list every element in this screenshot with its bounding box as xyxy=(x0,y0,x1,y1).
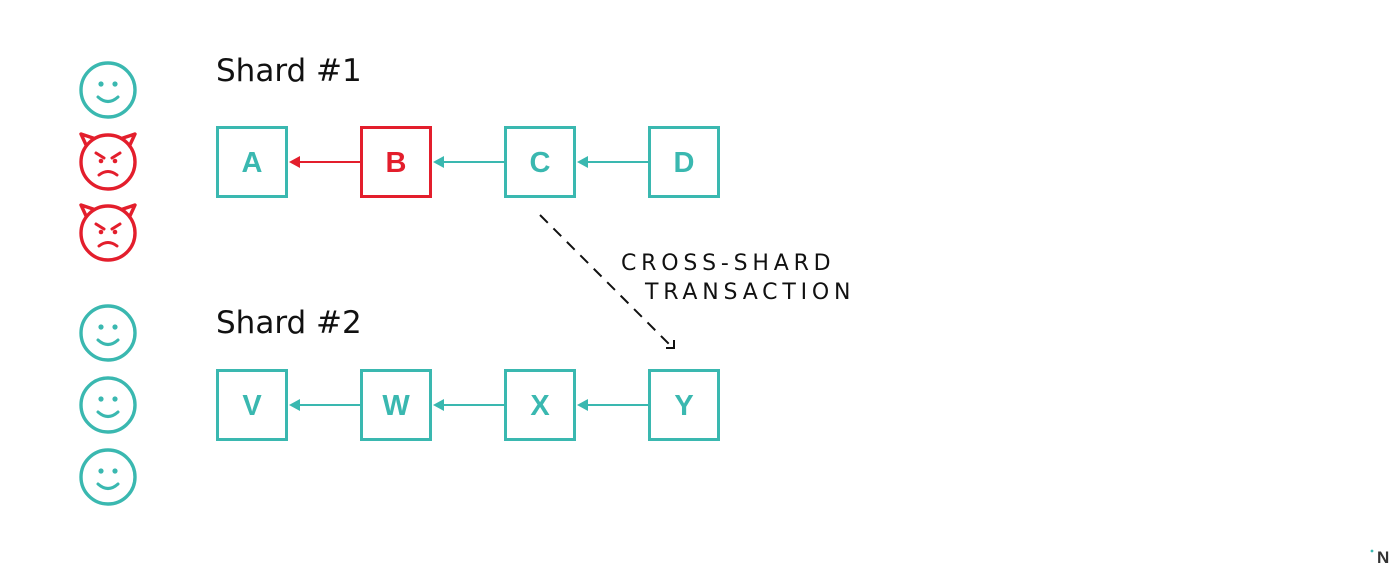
devil-left-eye xyxy=(98,158,104,164)
face-outline xyxy=(79,61,137,119)
smiley-face-icon xyxy=(79,61,137,119)
shard-2-title: Shard #2 xyxy=(216,305,362,341)
block-label: B xyxy=(386,147,407,179)
arrowhead-icon xyxy=(577,399,588,411)
smiley-mouth xyxy=(96,410,120,418)
block-box xyxy=(648,369,720,441)
block-d: D xyxy=(648,126,720,198)
block-box xyxy=(216,369,288,441)
block-box xyxy=(360,369,432,441)
logo: N xyxy=(1370,548,1389,567)
block-box xyxy=(504,369,576,441)
smiley-face-icon xyxy=(79,304,137,362)
arrowhead-icon xyxy=(433,399,444,411)
face-outline xyxy=(79,376,137,434)
smiley-left-eye xyxy=(98,396,104,402)
shard-1-title: Shard #1 xyxy=(216,53,362,89)
smiley-mouth xyxy=(96,95,120,103)
smiley-left-eye xyxy=(98,81,104,87)
shard-2-chain: V W X Y xyxy=(216,369,720,441)
chain-arrow xyxy=(577,399,648,411)
cross-shard-label-line2: TRANSACTION xyxy=(644,280,855,305)
shard-1-chain: A B C D xyxy=(216,126,720,198)
face-outline xyxy=(79,133,137,191)
face-outline xyxy=(79,448,137,506)
smiley-mouth xyxy=(96,482,120,490)
block-b: B xyxy=(360,126,432,198)
block-label: D xyxy=(674,147,695,179)
devil-left-horn xyxy=(79,203,97,219)
devil-left-brow xyxy=(94,222,106,231)
block-label: C xyxy=(530,147,551,179)
chain-arrow xyxy=(289,399,360,411)
arrowhead-icon xyxy=(289,156,300,168)
devil-right-horn xyxy=(119,203,137,219)
shard-chains: A B C D V W X Y xyxy=(216,126,720,441)
face-outline xyxy=(79,304,137,362)
block-w: W xyxy=(360,369,432,441)
devil-left-eye xyxy=(98,229,104,235)
block-y: Y xyxy=(648,369,720,441)
block-label: X xyxy=(530,390,550,422)
devil-face-icon xyxy=(79,132,137,191)
chain-arrow xyxy=(433,156,504,168)
block-label: W xyxy=(382,390,410,422)
chain-arrow xyxy=(577,156,648,168)
block-label: Y xyxy=(674,390,693,422)
smiley-mouth xyxy=(96,338,120,346)
smiley-face-icon xyxy=(79,448,137,506)
cross-shard-arrow xyxy=(539,214,675,349)
block-box xyxy=(648,126,720,198)
devil-right-horn xyxy=(119,132,137,148)
logo-mark-icon xyxy=(1370,549,1374,553)
cross-shard-arrowhead-icon xyxy=(666,340,675,349)
logo-text: N xyxy=(1377,548,1389,567)
devil-frown xyxy=(97,241,119,248)
devil-right-eye xyxy=(112,229,118,235)
arrowhead-icon xyxy=(289,399,300,411)
chain-arrow xyxy=(289,156,360,168)
arrowhead-icon xyxy=(577,156,588,168)
chain-arrow xyxy=(433,399,504,411)
face-outline xyxy=(79,204,137,262)
block-v: V xyxy=(216,369,288,441)
devil-right-eye xyxy=(112,158,118,164)
devil-face-icon xyxy=(79,203,137,262)
smiley-right-eye xyxy=(112,324,118,330)
smiley-left-eye xyxy=(98,468,104,474)
devil-right-brow xyxy=(110,151,122,160)
block-label: V xyxy=(242,390,262,422)
block-c: C xyxy=(504,126,576,198)
devil-left-brow xyxy=(94,151,106,160)
arrowhead-icon xyxy=(433,156,444,168)
validator-column xyxy=(79,61,137,506)
block-box xyxy=(216,126,288,198)
cross-shard-dashed-line xyxy=(539,214,673,348)
smiley-right-eye xyxy=(112,468,118,474)
devil-frown xyxy=(97,170,119,177)
block-a: A xyxy=(216,126,288,198)
smiley-right-eye xyxy=(112,81,118,87)
smiley-right-eye xyxy=(112,396,118,402)
block-x: X xyxy=(504,369,576,441)
cross-shard-label-line1: CROSS-SHARD xyxy=(621,251,835,276)
smiley-face-icon xyxy=(79,376,137,434)
devil-left-horn xyxy=(79,132,97,148)
block-box xyxy=(504,126,576,198)
block-label: A xyxy=(242,147,263,179)
smiley-left-eye xyxy=(98,324,104,330)
devil-right-brow xyxy=(110,222,122,231)
block-box xyxy=(360,126,432,198)
